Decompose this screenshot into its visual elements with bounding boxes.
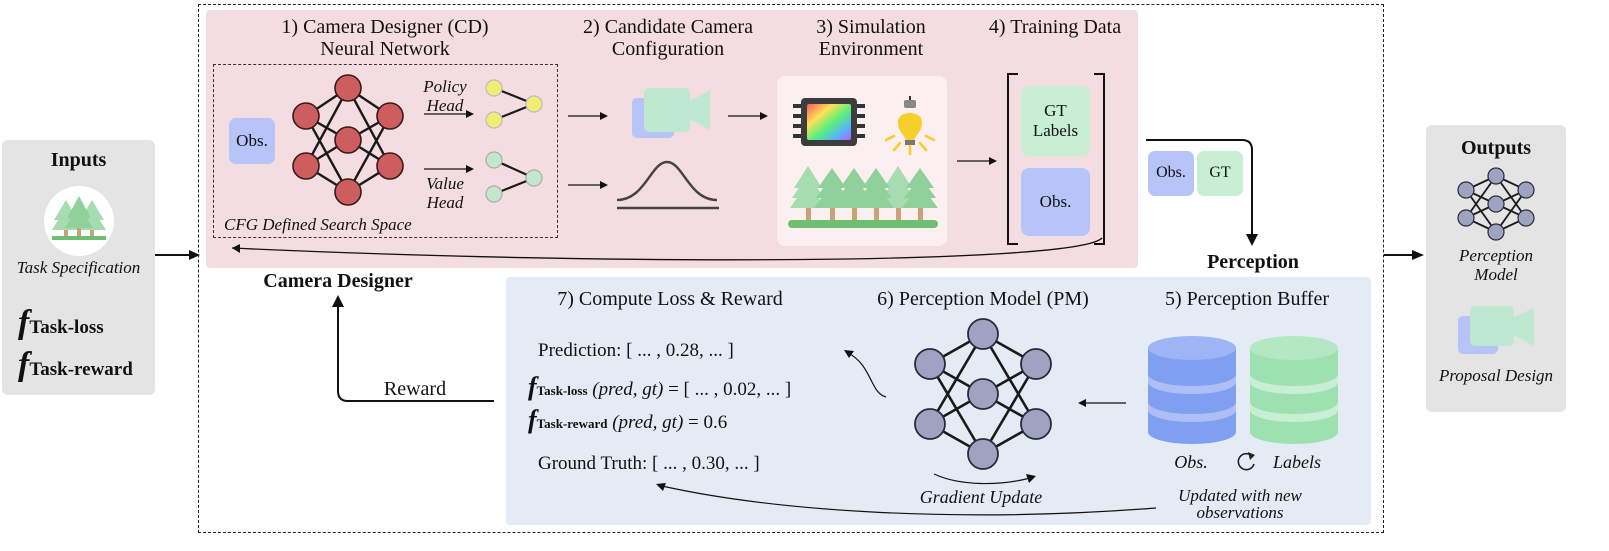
gradient-update-arrow [933, 473, 1036, 485]
policy-head-arrow [424, 110, 474, 118]
pm-to-loss-arrow [844, 350, 887, 398]
system-to-outputs-arrow [1384, 250, 1424, 260]
buffer-labels-label: Labels [1272, 452, 1321, 472]
loss-value: = [ ... , 0.02, ... ] [668, 379, 792, 400]
loss-equation: fTask-loss (pred, gt) = [ ... , 0.02, ..… [528, 372, 791, 402]
task-icon [44, 186, 114, 256]
pm-neural-network [914, 318, 1052, 470]
f-task-reward: fTask-reward [18, 346, 133, 384]
step3-subtitle: Environment [818, 38, 924, 60]
reward-args: (pred, gt) [612, 412, 684, 433]
inputs-panel [2, 140, 155, 395]
refresh-icon [1237, 452, 1255, 471]
f-symbol: f [18, 304, 30, 341]
arrow-sim-to-training [957, 157, 997, 165]
buffer-to-pm-arrow [1078, 399, 1126, 407]
task-spec-text: Task Specification [16, 258, 141, 277]
obs-data-card: Obs. [1021, 168, 1090, 236]
prediction-line: Prediction: [ ... , 0.28, ... ] [538, 340, 734, 361]
loss-subscript: Task-loss [536, 383, 588, 398]
reward-subscript: Task-reward [536, 416, 608, 431]
system-dashed-border [198, 4, 1384, 533]
light-bulb-icon [884, 96, 936, 156]
f-symbol: f [528, 405, 537, 434]
policy-head-nodes [485, 79, 543, 129]
buffer-to-ground-truth-arrow [656, 483, 1157, 516]
gradient-update-label: Gradient Update [919, 487, 1043, 507]
reward-equation: fTask-reward (pred, gt) = 0.6 [528, 405, 727, 435]
outputs-title: Outputs [1460, 137, 1532, 159]
obs-input-card: Obs. [229, 118, 275, 164]
step2-title: 2) Candidate Camera [583, 16, 753, 38]
step5-title: 5) Perception Buffer [1164, 288, 1330, 310]
step2-subtitle: Configuration [611, 38, 725, 60]
reward-subscript: Task-reward [29, 359, 133, 380]
step3-title: 3) Simulation [816, 16, 926, 38]
distribution-curve-icon [616, 160, 719, 210]
loss-subscript: Task-loss [29, 317, 104, 338]
step1-title: 1) Camera Designer (CD) [281, 16, 489, 38]
camera-designer-label: Camera Designer [263, 270, 413, 292]
reward-arrow [332, 295, 494, 402]
f-task-loss: fTask-loss [18, 304, 104, 342]
search-space-box [213, 64, 558, 238]
reward-value: = 0.6 [688, 412, 728, 433]
search-space-label: CFG Defined Search Space [224, 215, 412, 234]
obs-database-icon [1148, 336, 1236, 444]
arrow-value-to-distribution [568, 181, 608, 189]
step4-title: 4) Training Data [988, 16, 1122, 38]
loss-args: (pred, gt) [592, 379, 664, 400]
value-head-nodes [485, 151, 543, 203]
candidate-camera-icon [632, 88, 710, 138]
gt-chip: GT [1197, 151, 1243, 196]
task-specification-label: Task Specification [2, 258, 155, 277]
training-data-brackets [1007, 73, 1105, 245]
gt-labels-card: GT Labels [1021, 86, 1090, 156]
f-symbol: f [528, 372, 537, 401]
inputs-to-system-arrow [155, 250, 200, 260]
forest-icon [788, 166, 938, 228]
updated-note-line2: observations [1196, 503, 1284, 522]
buffer-obs-label: Obs. [1174, 452, 1208, 472]
inputs-title: Inputs [50, 149, 107, 171]
output-proposal-camera-icon [1458, 306, 1534, 354]
step7-title: 7) Compute Loss & Reward [557, 288, 783, 310]
arrow-to-perception [1146, 139, 1258, 246]
perception-label: Perception [1207, 251, 1299, 273]
output-perception-model-label: Perception Model [1459, 246, 1533, 285]
cd-neural-network [292, 74, 404, 206]
value-head-label: Value Head [426, 174, 464, 213]
policy-head-label: Policy Head [423, 77, 467, 116]
labels-database-icon [1250, 336, 1338, 444]
ground-truth-line: Ground Truth: [ ... , 0.30, ... ] [538, 453, 760, 474]
updated-note-line1: Updated with new [1178, 486, 1302, 505]
arrow-policy-to-camera [568, 112, 608, 120]
output-proposal-design-label: Proposal Design [1438, 366, 1554, 385]
arrow-camera-to-sim [728, 112, 768, 120]
step6-title: 6) Perception Model (PM) [877, 288, 1089, 310]
sensor-chip-icon [793, 98, 865, 146]
feedback-arrow-cd [231, 237, 1103, 261]
obs-chip: Obs. [1148, 151, 1194, 196]
output-perception-model-icon [1457, 167, 1535, 241]
f-symbol: f [18, 346, 30, 383]
reward-label: Reward [383, 378, 447, 400]
step1-subtitle: Neural Network [320, 38, 450, 60]
value-head-arrow [424, 165, 474, 173]
